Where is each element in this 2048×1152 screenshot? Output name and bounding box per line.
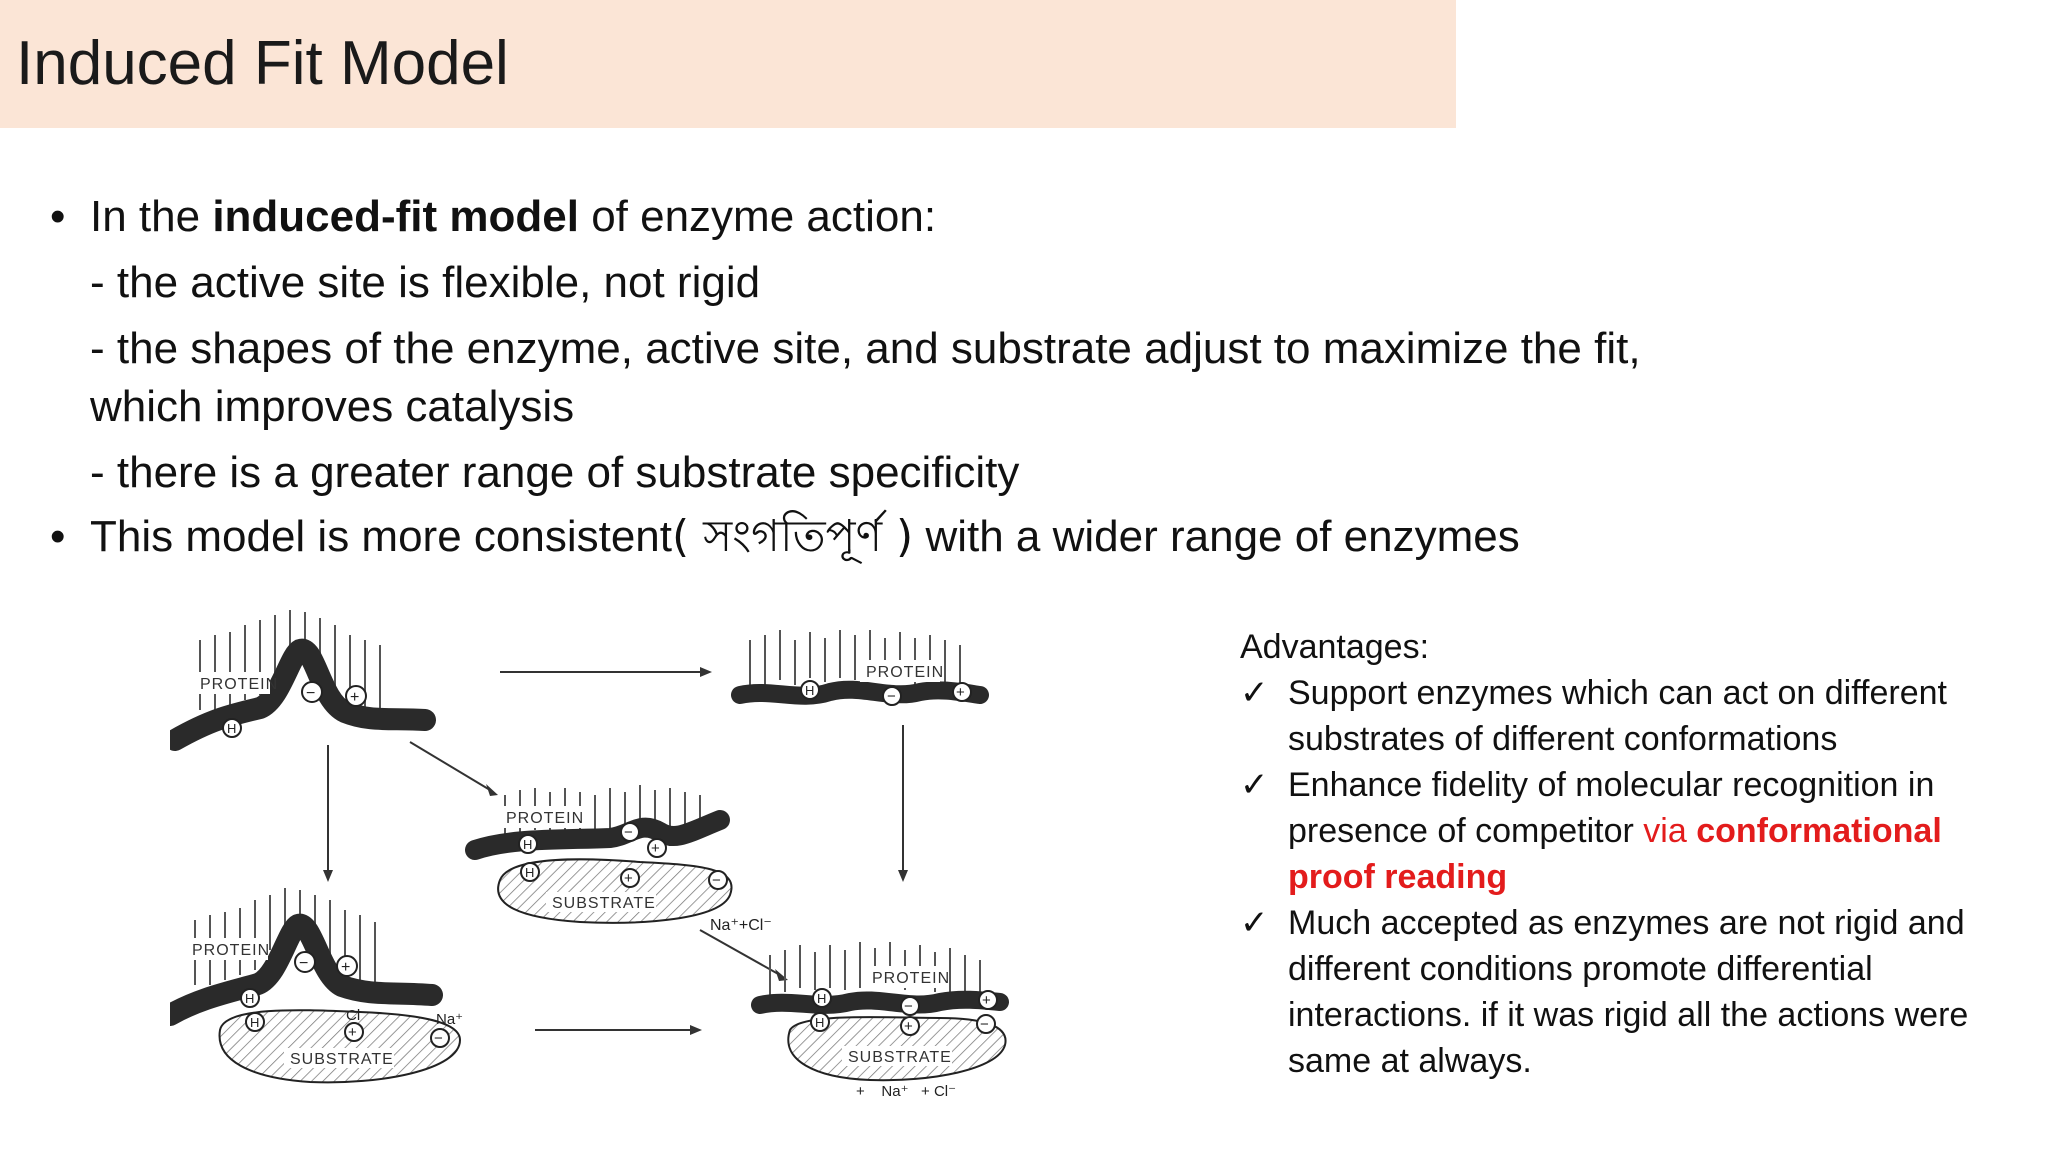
svg-text:−: −: [306, 685, 315, 702]
induced-fit-diagram: PROTEIN H − + PROTEIN H − +: [170, 610, 1009, 1100]
svg-text:−: −: [904, 998, 913, 1015]
svg-text:−: −: [299, 955, 308, 972]
na-label: Na⁺: [436, 1011, 463, 1028]
svg-text:H: H: [250, 1015, 259, 1030]
protein-label: PROTEIN: [192, 942, 270, 959]
bullet-1-text-pre: In the: [90, 192, 213, 241]
bengali-term: ( সংগতিপূর্ণ ): [672, 511, 914, 562]
svg-text:+: +: [348, 1024, 357, 1041]
svg-text:+: +: [956, 684, 965, 701]
sub-point-2b: which improves catalysis: [90, 382, 575, 431]
advantage-item-2: ✓ Enhance fidelity of molecular recognit…: [1240, 762, 2020, 900]
protein-label: PROTEIN: [506, 810, 584, 827]
enzyme-free-left: PROTEIN H − +: [170, 610, 436, 751]
advantage-1-text: Support enzymes which can act on differe…: [1288, 674, 1947, 758]
sub-point-3: - there is a greater range of substrate …: [90, 448, 1020, 497]
advantage-item-3: ✓ Much accepted as enzymes are not rigid…: [1240, 900, 2020, 1084]
protein-label: PROTEIN: [866, 664, 944, 681]
bullet-1-bold: induced-fit model: [212, 192, 579, 241]
svg-text:−: −: [980, 1016, 989, 1033]
svg-text:+: +: [350, 689, 359, 706]
substrate-label: SUBSTRATE: [552, 895, 656, 912]
check-icon: ✓: [1240, 766, 1269, 804]
advantages-panel: Advantages: ✓ Support enzymes which can …: [1240, 624, 2020, 1084]
advantages-title: Advantages:: [1240, 628, 1430, 666]
check-icon: ✓: [1240, 904, 1269, 942]
svg-text:−: −: [434, 1030, 443, 1047]
bullet-dot: •: [50, 192, 66, 241]
bullet-list: • In the induced-fit model of enzyme act…: [50, 186, 1950, 568]
svg-text:+: +: [651, 840, 660, 857]
enzyme-substrate-bottom-left: PROTEIN H − + SUBSTRATE H + − Cl⁻ Na⁺: [170, 888, 463, 1084]
bullet-1-text-post: of enzyme action:: [578, 192, 937, 241]
enzyme-substrate-bottom-right: PROTEIN H − + SUBSTRATE H + − + Na⁺ + Cl…: [751, 942, 1009, 1100]
svg-text:+: +: [341, 959, 350, 976]
advantage-item-1: ✓ Support enzymes which can act on diffe…: [1240, 670, 2020, 762]
advantage-2-via: via: [1643, 812, 1697, 850]
svg-text:H: H: [525, 865, 534, 880]
svg-text:H: H: [805, 683, 814, 698]
bullet-2-text-post: with a wider range of enzymes: [913, 512, 1520, 561]
sub-point-2a: - the shapes of the enzyme, active site,…: [90, 324, 1641, 373]
advantage-2-highlight: conformational proof reading: [1288, 812, 1942, 896]
enzyme-substrate-center: PROTEIN H − + SUBSTRATE H + −: [465, 785, 733, 924]
bullet-2-text-pre: This model is more consistent: [90, 512, 672, 561]
bullet-1: • In the induced-fit model of enzyme act…: [50, 186, 1950, 248]
bullet-dot: •: [50, 512, 66, 561]
slide-title: Induced Fit Model: [16, 29, 509, 98]
ion-pair-label: Na⁺+Cl⁻: [710, 917, 772, 934]
arrow-diagonal-2: [699, 929, 781, 976]
cl-label: Cl⁻: [346, 1007, 368, 1024]
svg-text:H: H: [523, 837, 532, 852]
arrow-diagonal-1: [409, 741, 491, 791]
substrate-shape: [218, 1009, 462, 1084]
bullet-2: • This model is more consistent( সংগতিপূ…: [50, 506, 1950, 568]
protein-label: PROTEIN: [200, 676, 278, 693]
check-icon: ✓: [1240, 674, 1269, 712]
title-bar: [0, 0, 1456, 128]
svg-text:+: +: [904, 1018, 913, 1035]
svg-text:−: −: [712, 872, 721, 889]
svg-text:H: H: [817, 991, 826, 1006]
enzyme-flat-right: PROTEIN H − +: [731, 630, 989, 706]
advantage-2-text: Enhance fidelity of molecular recognitio…: [1288, 766, 1935, 850]
h-label: H: [227, 721, 236, 736]
protein-label: PROTEIN: [872, 970, 950, 987]
svg-text:−: −: [624, 824, 633, 841]
svg-text:H: H: [815, 1015, 824, 1030]
substrate-label: SUBSTRATE: [848, 1049, 952, 1066]
advantage-3-text: Much accepted as enzymes are not rigid a…: [1288, 904, 1969, 1080]
svg-text:+: +: [624, 870, 633, 887]
svg-text:+: +: [982, 992, 991, 1009]
bottom-ions-label: + Na⁺ + Cl⁻: [856, 1083, 956, 1100]
svg-text:−: −: [887, 688, 896, 705]
substrate-label: SUBSTRATE: [290, 1051, 394, 1068]
sub-point-1: - the active site is flexible, not rigid: [90, 258, 761, 307]
svg-text:H: H: [245, 991, 254, 1006]
